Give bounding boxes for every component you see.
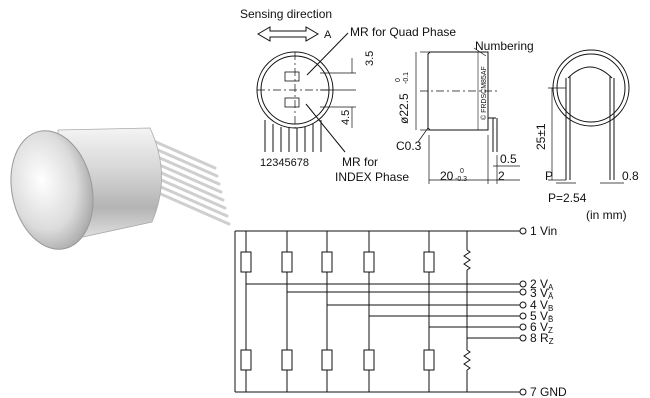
side-view	[415, 47, 520, 184]
sensor-photo-face	[10, 130, 94, 250]
sensing-direction-label: Sensing direction	[240, 7, 332, 21]
arrow-a-label: A	[324, 29, 332, 41]
terminal-1: 1 Vin	[530, 224, 557, 238]
dim-0-8: 0.8	[622, 169, 639, 183]
mr-index-label-1: MR for	[342, 155, 378, 169]
numbering-label: Numbering	[475, 39, 534, 53]
svg-text:ø22.5: ø22.5	[397, 93, 411, 124]
terminal-2: 2 VA	[530, 277, 554, 292]
svg-text:0: 0	[395, 78, 402, 82]
terminal-6: 6 VZ	[530, 320, 553, 335]
dim-3-5: 3.5	[364, 51, 376, 66]
svg-text:-0.1: -0.1	[403, 72, 410, 84]
pitch-p-label: P	[545, 169, 553, 183]
mr-quad-label: MR for Quad Phase	[350, 25, 456, 39]
dim-0-5: 0.5	[500, 152, 517, 166]
dim-length-tol-top: 0	[460, 168, 464, 175]
unit-note: (in mm)	[586, 208, 627, 222]
dim-2: 2	[498, 169, 505, 183]
dim-length-20: 20	[440, 169, 454, 183]
sensor-photo	[10, 127, 231, 250]
dim-4-5: 4.5	[340, 110, 352, 125]
sensing-direction-arrow-icon	[257, 26, 319, 42]
dim-diameter: ø22.5 0 -0.1	[395, 72, 411, 124]
terminal-7: 7 GND	[530, 385, 567, 398]
chamfer-label: C0.3	[396, 139, 422, 153]
body-marking: © FRDSCM85AF	[480, 66, 488, 120]
terminal-4: 4 VB	[530, 298, 553, 313]
mr-index-label-2: INDEX Phase	[335, 170, 409, 184]
dim-25: 25±1	[534, 123, 548, 150]
terminal-3: 3 VĀ	[530, 286, 554, 301]
pitch-value: P=2.54	[548, 191, 587, 205]
dim-length-tol-bot: -0.3	[455, 176, 467, 183]
terminal-8: 8 RZ	[530, 331, 554, 346]
rear-view	[548, 49, 630, 184]
front-view	[256, 32, 356, 153]
terminal-labels: 1 Vin 2 VA 3 VĀ 4 VB 5 VB̄ 6 VZ 8 RZ 7 G…	[530, 224, 567, 398]
pin-numbers: 12345678	[260, 157, 309, 169]
circuit-wiring	[234, 227, 527, 396]
terminal-5: 5 VB̄	[530, 309, 553, 324]
